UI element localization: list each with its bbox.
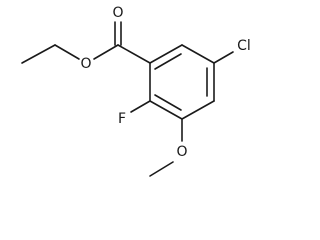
bond-ester-oxygen-to-ch2 bbox=[54, 44, 80, 60]
bond-methoxy-oxygen-to-methyl bbox=[149, 161, 174, 177]
atom-labels: O O Cl F O bbox=[80, 5, 250, 160]
substituent-bonds bbox=[130, 51, 234, 177]
ring-bond-c1-c2-inner bbox=[154, 53, 182, 70]
ring-bond-c5-c6-inner bbox=[154, 94, 182, 111]
methoxy-oxygen-label: O bbox=[176, 144, 187, 160]
ring-bond-c1-c2 bbox=[149, 44, 183, 64]
bond-ring-to-carbonyl-carbon bbox=[117, 44, 151, 64]
ester-oxygen-label: O bbox=[80, 56, 91, 72]
fluorine-label: F bbox=[118, 111, 126, 127]
benzene-ring bbox=[149, 44, 215, 120]
bond-ch2-to-ch3 bbox=[21, 44, 56, 64]
ester-group bbox=[21, 21, 151, 64]
bond-ring-to-fluorine bbox=[130, 100, 151, 113]
bond-carbonyl-to-ester-oxygen bbox=[93, 44, 119, 60]
ring-bond-c4-c5 bbox=[181, 100, 215, 120]
carbonyl-oxygen-label: O bbox=[112, 5, 123, 21]
ring-bond-c2-c3 bbox=[181, 44, 215, 64]
ring-bond-c5-c6 bbox=[149, 100, 183, 120]
molecule-structure: O O Cl F O bbox=[21, 5, 251, 177]
chlorine-label: Cl bbox=[237, 38, 251, 54]
bond-ring-to-chlorine bbox=[213, 51, 234, 64]
